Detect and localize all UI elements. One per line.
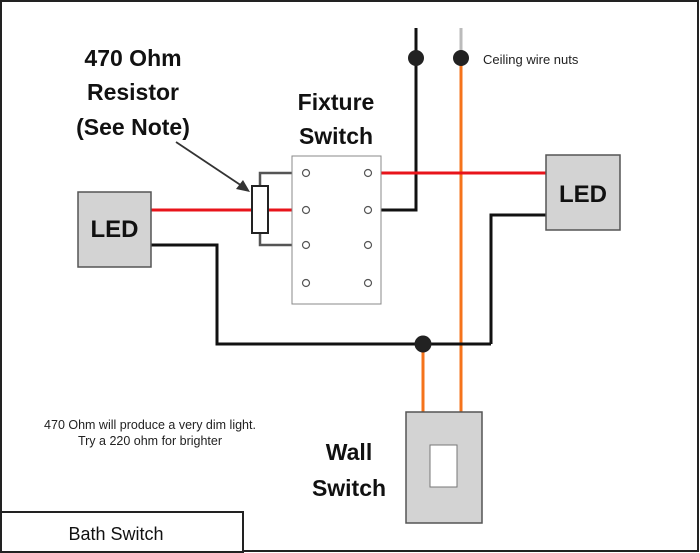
footer-title-box <box>0 511 244 553</box>
fixture-switch-label-line2: Switch <box>299 123 373 149</box>
wall-switch-label-line1: Wall <box>326 439 372 465</box>
note-line1: 470 Ohm will produce a very dim light. <box>44 418 256 432</box>
left-led-black-wire <box>151 243 491 346</box>
wall-switch-toggle <box>429 444 458 488</box>
resistor-top-lead <box>258 171 306 186</box>
terminal-8 <box>363 278 373 288</box>
junction-wire-nut <box>414 335 432 353</box>
ceiling-black-wire <box>368 28 418 212</box>
resistor-leader-arrowhead <box>236 180 250 192</box>
led-left-label: LED <box>91 216 139 243</box>
ceiling-label: Ceiling wire nuts <box>483 52 579 67</box>
resistor-label-line3: (See Note) <box>76 114 190 140</box>
ceiling-wire-nut-black <box>408 50 424 66</box>
right-led-black-wire <box>489 213 546 344</box>
resistor-bottom-lead <box>258 233 306 247</box>
ceiling-wire-nut-orange <box>453 50 469 66</box>
terminal-3 <box>301 205 311 215</box>
footer-title: Bath Switch <box>68 524 163 544</box>
terminal-7 <box>301 278 311 288</box>
resistor-label-line2: Resistor <box>87 79 179 105</box>
resistor-leader-line <box>175 141 243 187</box>
terminal-1 <box>301 168 311 178</box>
terminal-6 <box>363 240 373 250</box>
note-line2: Try a 220 ohm for brighter <box>78 434 222 448</box>
terminal-4 <box>363 205 373 215</box>
fixture-switch-label-line1: Fixture <box>298 89 375 115</box>
led-right-box <box>545 154 621 231</box>
terminal-5 <box>301 240 311 250</box>
led-right-label: LED <box>559 181 607 208</box>
led-left-box <box>77 191 152 268</box>
terminal-2 <box>363 168 373 178</box>
wall-switch-label-line2: Switch <box>312 475 386 501</box>
fixture-switch-terminals <box>301 168 373 288</box>
resistor-label-line1: 470 Ohm <box>84 45 181 71</box>
resistor <box>251 185 269 234</box>
